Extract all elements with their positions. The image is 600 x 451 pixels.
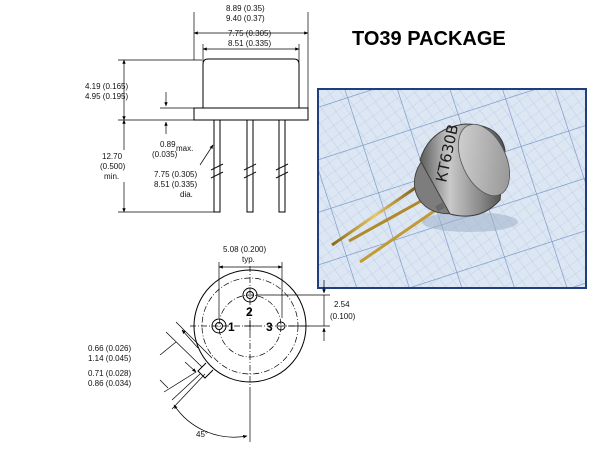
tab-width-min: 0.66 (0.026) <box>88 344 131 353</box>
flange-thickness-inch: (0.035) <box>152 150 178 159</box>
package-cap-outline <box>202 58 300 108</box>
flange-thickness: 0.89 <box>160 140 176 149</box>
photo-tab <box>435 202 445 212</box>
bottom-view: 5.08 (0.200) typ. 1 2 3 2. <box>88 245 356 442</box>
cap-width-max: 8.51 (0.335) <box>228 39 271 48</box>
pin-spacing-typ: typ. <box>242 255 255 264</box>
pin-spacing: 5.08 (0.200) <box>223 245 266 254</box>
tab-width-max: 1.14 (0.045) <box>88 354 131 363</box>
tab-length-min: 0.71 (0.028) <box>88 369 131 378</box>
lead-length: 12.70 <box>102 152 123 161</box>
lead-middle <box>246 119 254 213</box>
body-width-max: 9.40 (0.37) <box>226 14 265 23</box>
pin-1-label: 1 <box>228 320 235 334</box>
pin-circle-dia: dia. <box>180 190 193 199</box>
tab-angle: 45° <box>196 430 208 439</box>
pin-circle-min: 7.75 (0.305) <box>154 170 197 179</box>
lead-right <box>278 119 286 213</box>
package-title: TO39 PACKAGE <box>352 28 506 50</box>
photo-can-top <box>457 123 511 197</box>
height-min: 4.19 (0.165) <box>85 82 128 91</box>
cap-width-min: 7.75 (0.305) <box>228 29 271 38</box>
pin-circle-max: 8.51 (0.335) <box>154 180 197 189</box>
pin-2-label: 2 <box>246 305 253 319</box>
body-width-min: 8.89 (0.35) <box>226 4 265 13</box>
component-photo: КТ630В <box>317 88 587 289</box>
photo-lead-2 <box>348 194 431 243</box>
pin-1: 1 <box>211 318 235 334</box>
photo-lead-3 <box>359 203 444 264</box>
side-view: 8.89 (0.35) 9.40 (0.37) 7.75 (0.305) 8.5… <box>85 4 309 213</box>
pin-3-label: 3 <box>266 320 273 334</box>
lead-length-min: min. <box>104 172 119 181</box>
flange-thickness-max: max. <box>176 144 193 153</box>
pin-3: 3 <box>266 320 286 334</box>
pin-offset: 2.54 <box>334 300 350 309</box>
photo-lead-1 <box>331 184 419 247</box>
height-max: 4.95 (0.195) <box>85 92 128 101</box>
pin-offset-inch: (0.100) <box>330 312 356 321</box>
tab-length-max: 0.86 (0.034) <box>88 379 131 388</box>
package-flange <box>193 107 309 121</box>
lead-length-inch: (0.500) <box>100 162 126 171</box>
lead-left <box>213 119 221 213</box>
